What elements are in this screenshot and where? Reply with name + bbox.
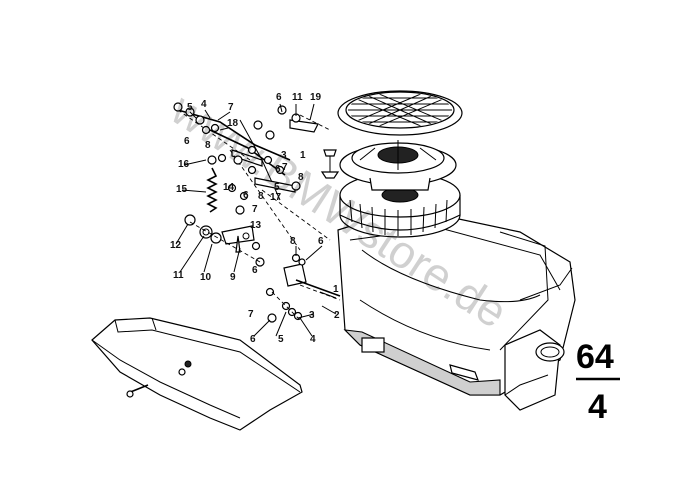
part-label: 4 bbox=[201, 99, 207, 110]
blower-motor bbox=[339, 140, 457, 191]
part-label: 17 bbox=[270, 192, 282, 203]
part-label: 7 bbox=[248, 309, 254, 320]
tension-spring bbox=[206, 167, 218, 213]
part-label: 7 bbox=[282, 162, 288, 173]
part-label: 6 bbox=[243, 190, 249, 201]
part-label: 6 bbox=[252, 265, 258, 276]
part-label: 6 bbox=[184, 136, 190, 147]
part-label: 18 bbox=[227, 118, 239, 129]
lever-linkage bbox=[173, 102, 341, 323]
part-label: 11 bbox=[292, 92, 303, 103]
part-label: 7 bbox=[228, 102, 234, 113]
part-label: 5 bbox=[187, 102, 193, 113]
part-label: 2 bbox=[334, 310, 340, 321]
part-label: 5 bbox=[278, 334, 284, 345]
part-label: 14 bbox=[223, 182, 235, 193]
knob-part bbox=[320, 149, 340, 179]
part-label: 8 bbox=[290, 236, 296, 247]
part-label: 12 bbox=[170, 240, 182, 251]
group-number-top: 64 bbox=[576, 338, 614, 376]
group-number-bottom: 4 bbox=[588, 388, 607, 426]
part-label: 6 bbox=[275, 164, 281, 175]
part-label: 9 bbox=[230, 272, 236, 283]
part-label: 3 bbox=[281, 150, 287, 161]
part-label: 6 bbox=[250, 334, 256, 345]
leader-lines bbox=[175, 103, 337, 337]
part-label: 13 bbox=[250, 220, 262, 231]
group-number: 64 4 bbox=[576, 338, 620, 426]
part-label: 8 bbox=[258, 191, 264, 202]
part-label: 8 bbox=[298, 172, 304, 183]
part-label: 8 bbox=[205, 140, 211, 151]
blower-wheel bbox=[339, 172, 461, 238]
part-label: 3 bbox=[309, 310, 315, 321]
part-label: 5 bbox=[274, 182, 280, 193]
part-label: 1 bbox=[300, 150, 306, 161]
watermark: www.BMWstore.de bbox=[162, 82, 517, 338]
part-label: 6 bbox=[276, 92, 282, 103]
part-labels: 5 4 7 18 8 6 6 11 19 16 6 15 14 6 8 17 7… bbox=[170, 92, 340, 345]
air-intake-grille bbox=[337, 90, 463, 136]
part-label: 15 bbox=[176, 184, 188, 195]
part-label: 1 bbox=[333, 284, 339, 295]
part-label: 10 bbox=[200, 272, 212, 283]
part-label: 7 bbox=[252, 204, 258, 215]
part-label: 11 bbox=[173, 270, 184, 281]
part-label: 6 bbox=[318, 236, 324, 247]
heater-housing bbox=[337, 214, 576, 411]
part-label: 4 bbox=[310, 334, 316, 345]
cover-plate bbox=[91, 317, 303, 431]
part-label: 19 bbox=[310, 92, 322, 103]
part-label: 16 bbox=[178, 159, 190, 170]
